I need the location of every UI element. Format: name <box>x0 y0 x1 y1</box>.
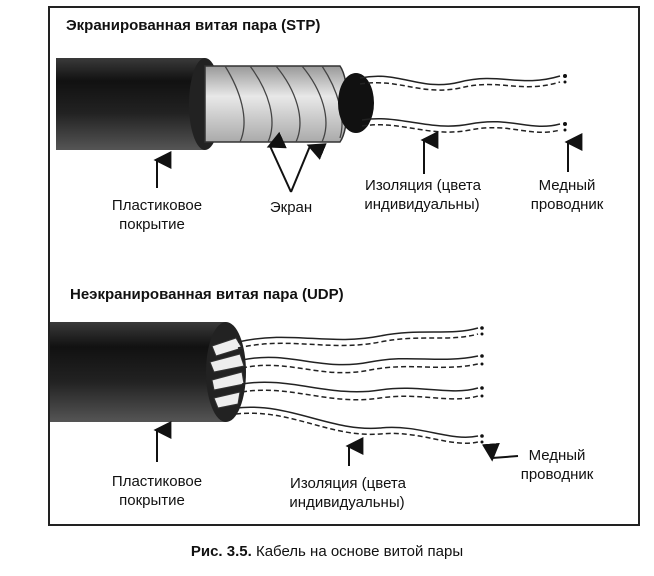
stp-inner-core <box>338 73 374 133</box>
stp-insulation-label-line1: Изоляция (цвета <box>365 177 481 194</box>
stp-wires <box>359 75 561 134</box>
stp-insulation-label-line2: индивидуальны) <box>364 196 480 213</box>
figure-caption: Рис. 3.5. Кабель на основе витой пары <box>0 543 654 560</box>
figure-frame <box>48 6 640 526</box>
stp-conductors <box>563 74 567 132</box>
utp-title: Неэкранированная витая пара (UDP) <box>70 286 344 303</box>
stp-shield <box>204 65 349 143</box>
utp-twists <box>209 337 245 409</box>
utp-jacket-label-line1: Пластиковое <box>111 473 203 490</box>
utp-jacket <box>50 322 241 422</box>
utp-jacket-label-line2: покрытие <box>119 492 185 509</box>
stp-jacket <box>56 58 217 150</box>
caption-text: Кабель на основе витой пары <box>255 543 464 560</box>
stp-cable <box>56 58 567 150</box>
stp-conductor-label-line1: Медный <box>538 177 596 194</box>
stp-title: Экранированная витая пара (STP) <box>66 17 321 34</box>
utp-conductor-label-line1: Медный <box>528 447 586 464</box>
utp-insulation-label-line1: Изоляция (цвета <box>290 475 406 492</box>
stp-conductor-label-line2: проводник <box>530 196 604 213</box>
utp-conductors <box>480 326 484 444</box>
stp-shield-label: Экран <box>269 199 313 216</box>
utp-conductor-label-line2: проводник <box>520 466 594 483</box>
utp-cable <box>50 322 484 444</box>
stp-jacket-label-line1: Пластиковое <box>111 197 203 214</box>
stp-jacket-label-line2: покрытие <box>119 216 185 233</box>
stp-arrows <box>153 131 583 193</box>
caption-prefix: Рис. 3.5. <box>190 543 252 560</box>
utp-arrows <box>153 421 519 466</box>
utp-wires <box>235 327 479 444</box>
utp-insulation-label-line2: индивидуальны) <box>289 494 405 511</box>
